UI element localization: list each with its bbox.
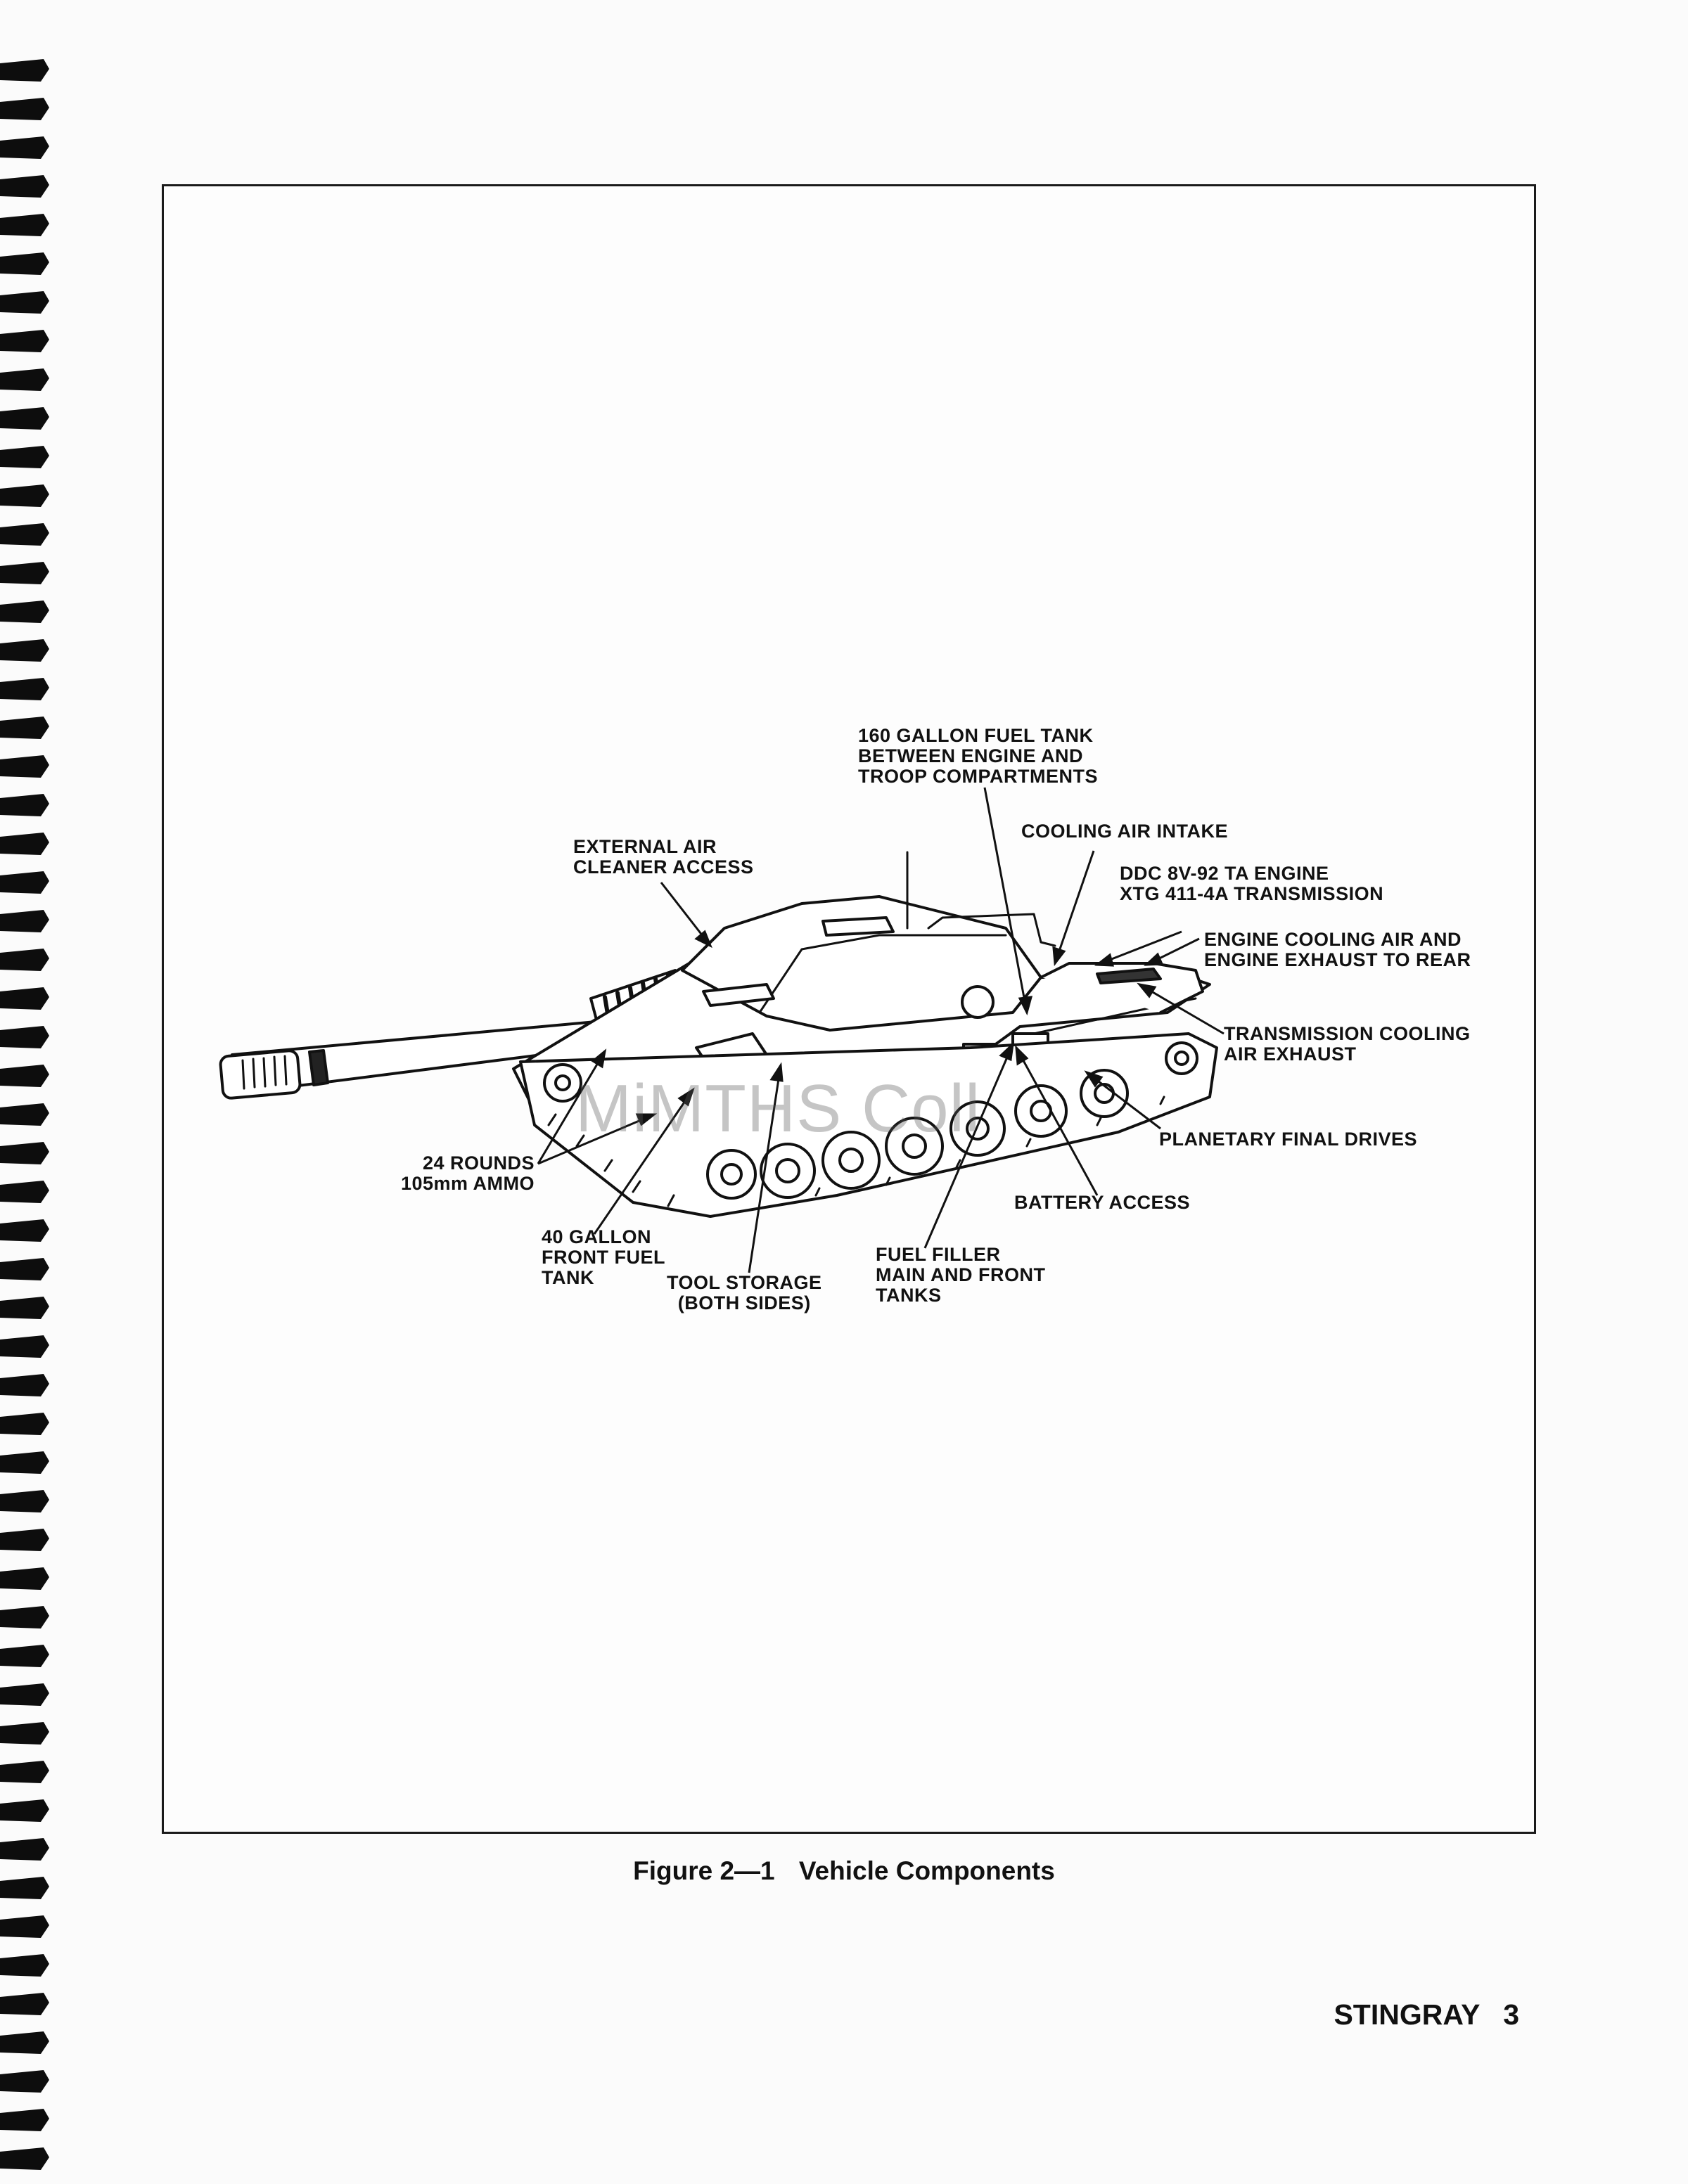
binding-coil [0, 484, 49, 507]
figure-number: Figure 2—1 [633, 1856, 775, 1885]
binding-coil [0, 1567, 49, 1590]
binding-coil [0, 910, 49, 932]
binding-coil [0, 600, 49, 623]
binding-coil [0, 717, 49, 739]
binding-coil [0, 252, 49, 275]
binding-coil [0, 1335, 49, 1358]
binding-coil [0, 833, 49, 855]
binding-coil [0, 2147, 49, 2170]
binding-coil [0, 2031, 49, 2054]
binding-coil [0, 1877, 49, 1899]
binding-coil [0, 330, 49, 352]
label-160-gallon-fuel-tank: 160 GALLON FUEL TANK BETWEEN ENGINE AND … [858, 725, 1099, 787]
binding-coil [0, 1993, 49, 2015]
binding-coil [0, 755, 49, 778]
binding-coil [0, 1838, 49, 1861]
label-engine-cooling-exhaust: ENGINE COOLING AIR AND ENGINE EXHAUST TO… [1204, 929, 1471, 970]
road-wheels [543, 1041, 1198, 1200]
label-fuel-filler: FUEL FILLER MAIN AND FRONT TANKS [876, 1244, 1046, 1306]
binding-coil [0, 949, 49, 971]
binding-coil [0, 446, 49, 468]
binding-coil [0, 1065, 49, 1087]
binding-coil [0, 1374, 49, 1396]
binding-coil [0, 1799, 49, 1822]
binding-coil [0, 678, 49, 700]
watermark: MiMTHS Coll [575, 1071, 981, 1146]
binding-coil [0, 1026, 49, 1048]
spiral-binding [0, 59, 49, 2170]
binding-coil [0, 1413, 49, 1435]
binding-coil [0, 794, 49, 816]
binding-coil [0, 1297, 49, 1319]
label-40-gallon-front-fuel-tank: 40 GALLON FRONT FUEL TANK [542, 1226, 665, 1288]
leader-lines [537, 787, 1225, 1273]
label-planetary-final-drives: PLANETARY FINAL DRIVES [1159, 1129, 1418, 1150]
binding-coil [0, 1722, 49, 1745]
binding-coil [0, 1683, 49, 1706]
binding-coil [0, 1761, 49, 1783]
figure-caption: Figure 2—1 Vehicle Components [0, 1856, 1688, 1886]
binding-coil [0, 1219, 49, 1242]
binding-coil [0, 1915, 49, 1938]
binding-coil [0, 1645, 49, 1667]
label-24-rounds-ammo: 24 ROUNDS 105mm AMMO [400, 1152, 535, 1194]
binding-coil [0, 368, 49, 391]
label-cooling-air-intake: COOLING AIR INTAKE [1021, 821, 1228, 842]
binding-coil [0, 291, 49, 314]
binding-coil [0, 1954, 49, 1977]
binding-coil [0, 523, 49, 546]
binding-coil [0, 407, 49, 430]
figure-title: Vehicle Components [798, 1856, 1055, 1885]
binding-coil [0, 1490, 49, 1512]
track [519, 1032, 1218, 1218]
binding-coil [0, 1142, 49, 1164]
page-number: 3 [1503, 1998, 1519, 2031]
binding-coil [0, 136, 49, 159]
binding-coil [0, 987, 49, 1010]
binding-coil [0, 98, 49, 120]
binding-coil [0, 1181, 49, 1203]
binding-coil [0, 639, 49, 662]
binding-coil [0, 1103, 49, 1126]
binding-coil [0, 1258, 49, 1280]
binding-coil [0, 1529, 49, 1551]
binding-coil [0, 214, 49, 236]
footer-title: STINGRAY [1334, 1998, 1480, 2031]
label-engine-transmission: DDC 8V-92 TA ENGINE XTG 411-4A TRANSMISS… [1120, 863, 1384, 904]
label-transmission-cooling: TRANSMISSION COOLING AIR EXHAUST [1224, 1023, 1471, 1065]
binding-coil [0, 562, 49, 584]
binding-coil [0, 59, 49, 82]
binding-coil [0, 2109, 49, 2131]
label-battery-access: BATTERY ACCESS [1014, 1192, 1191, 1213]
binding-coil [0, 175, 49, 198]
label-tool-storage: TOOL STORAGE (BOTH SIDES) [667, 1272, 822, 1313]
binding-coil [0, 871, 49, 894]
label-external-air-cleaner: EXTERNAL AIR CLEANER ACCESS [573, 836, 754, 878]
binding-coil [0, 1606, 49, 1629]
binding-coil [0, 1451, 49, 1474]
binding-coil [0, 2070, 49, 2093]
page-footer: STINGRAY 3 [1318, 1998, 1519, 2031]
